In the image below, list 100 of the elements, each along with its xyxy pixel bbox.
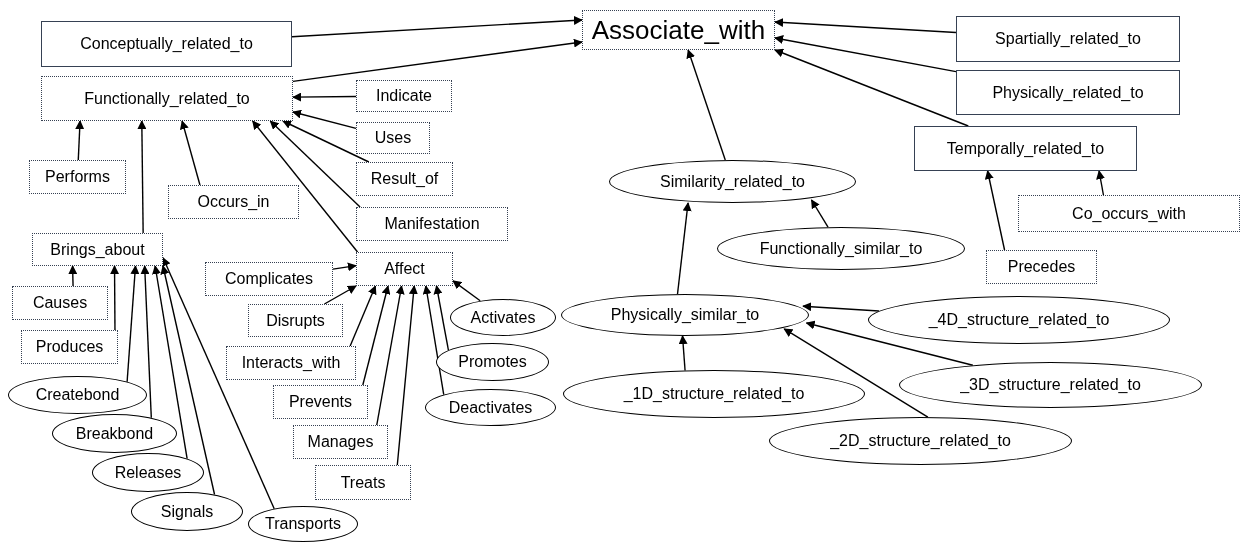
node-text: Affect <box>384 261 425 277</box>
arrow <box>292 109 357 130</box>
concept-box <box>12 286 108 320</box>
arrow <box>433 285 450 351</box>
arrow <box>984 170 1006 251</box>
arrow <box>282 120 370 163</box>
arrow <box>110 265 120 331</box>
concept-box <box>226 346 356 380</box>
node-text: Brings_about <box>50 241 145 258</box>
node-text: Result_of <box>370 171 439 187</box>
arrow <box>269 120 361 208</box>
ellipse-node <box>436 343 549 381</box>
arrow <box>376 285 405 426</box>
ellipse-node <box>92 453 204 492</box>
node-text: Similarity_related_to <box>660 173 805 190</box>
node-text: Physically_related_to <box>992 84 1144 101</box>
arrow <box>152 265 188 460</box>
node-text: Uses <box>374 130 412 146</box>
node-text: _4D_structure_related_to <box>928 312 1110 328</box>
arrow <box>686 49 726 161</box>
concept-box <box>41 76 293 121</box>
concept-box <box>29 160 126 194</box>
node-text: Functionally_similar_to <box>759 240 923 257</box>
arrow <box>676 202 692 295</box>
concept-box <box>356 252 453 286</box>
concept-box <box>41 21 292 67</box>
node-text: _2D_structure_related_to <box>830 433 1011 449</box>
arrow <box>774 35 957 73</box>
node-text: Physically_similar_to <box>610 307 760 323</box>
node-text: Prevents <box>288 394 353 410</box>
node-text: Treats <box>340 474 386 491</box>
node-text: Co_occurs_with <box>1072 205 1186 222</box>
arrow <box>422 285 445 396</box>
arrow <box>68 265 78 287</box>
concept-box <box>32 233 163 266</box>
node-text: Causes <box>32 295 88 311</box>
arrow <box>292 92 357 102</box>
node-text: Breakbond <box>75 425 154 442</box>
concept-box <box>273 385 368 419</box>
arrow <box>292 38 583 83</box>
concept-box <box>248 304 343 337</box>
node-text: Indicate <box>375 88 432 104</box>
arrow <box>362 285 391 386</box>
ellipse-node <box>8 376 147 414</box>
node-text: Associate_with <box>591 17 766 43</box>
concept-box <box>21 330 118 364</box>
concept-box <box>914 126 1137 171</box>
arrow <box>678 335 688 372</box>
node-text: Promotes <box>458 354 527 370</box>
concept-box <box>356 207 508 241</box>
concept-box <box>168 185 299 219</box>
arrow <box>137 120 147 234</box>
node-text: Activates <box>470 309 536 326</box>
ellipse-node <box>561 294 809 336</box>
node-text: Produces <box>35 339 104 355</box>
arrow <box>810 199 829 228</box>
arrow <box>783 328 929 418</box>
concept-box <box>356 122 430 154</box>
node-text: _3D_structure_related_to <box>960 377 1141 393</box>
node-text: Createbond <box>35 387 120 403</box>
node-text: Spartially_related_to <box>995 31 1141 47</box>
concept-box <box>582 10 775 50</box>
arrow <box>1096 170 1105 196</box>
node-text: Temporally_related_to <box>946 140 1105 157</box>
node-text: _1D_structure_related_to <box>623 386 805 402</box>
arrow <box>160 265 216 496</box>
arrow <box>140 265 152 419</box>
concept-box <box>205 262 333 296</box>
ellipse-node <box>52 414 177 453</box>
node-text: Complicates <box>225 271 313 287</box>
arrow <box>805 320 974 366</box>
concept-box <box>956 70 1180 115</box>
concept-box <box>356 162 453 196</box>
concept-box <box>986 250 1097 284</box>
node-text: Manifestation <box>384 216 480 232</box>
concept-box <box>1018 195 1240 232</box>
node-text: Transports <box>265 516 341 532</box>
arrow <box>802 302 880 312</box>
arrow <box>332 262 357 272</box>
concept-box <box>315 465 411 500</box>
arrow <box>75 120 85 161</box>
concept-box <box>356 80 452 112</box>
arrow <box>349 285 377 347</box>
node-text: Performs <box>45 169 110 185</box>
arrow <box>162 256 275 510</box>
node-text: Conceptually_related_to <box>80 36 253 52</box>
concept-box <box>956 16 1180 62</box>
node-text: Precedes <box>1007 259 1076 275</box>
arrow <box>179 120 201 186</box>
node-text: Deactivates <box>448 399 533 416</box>
arrow <box>252 120 359 253</box>
node-text: Interacts_with <box>241 355 341 371</box>
node-text: Occurs_in <box>197 194 270 210</box>
arrow <box>126 265 140 383</box>
node-text: Disrupts <box>266 312 325 329</box>
arrow <box>291 15 583 38</box>
arrow <box>396 285 418 466</box>
arrow <box>774 18 957 34</box>
node-text: Releases <box>114 464 182 481</box>
concept-box <box>293 425 388 459</box>
